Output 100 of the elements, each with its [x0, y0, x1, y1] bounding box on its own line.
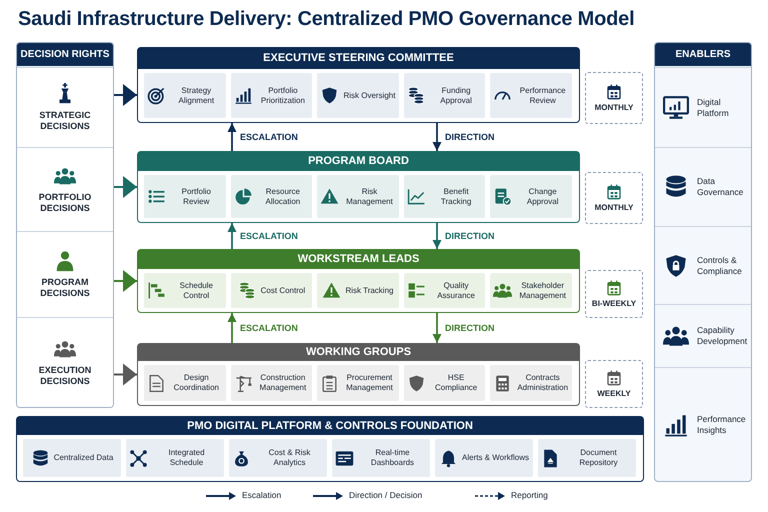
function-card [230, 175, 312, 218]
frequency-label: WEEKLY [597, 389, 631, 398]
card-label: Document Repository [578, 448, 619, 468]
tier-panel [137, 343, 580, 406]
function-card [144, 273, 226, 308]
frequency-label: MONTHLY [594, 203, 634, 212]
arrow [432, 223, 442, 249]
tier-header: PROGRAM BOARD [138, 152, 579, 171]
decision-label: PROGRAM DECISIONS [39, 277, 91, 299]
chevron-arrow [113, 84, 137, 106]
chevron-arrow [113, 270, 137, 292]
function-card [317, 365, 399, 401]
function-card [317, 175, 399, 218]
legend-label: Escalation [242, 490, 282, 500]
function-card [404, 365, 486, 401]
card-label: Real-time Dashboards [370, 448, 416, 468]
tier-panel [137, 249, 580, 313]
decision-row [17, 317, 113, 407]
arrow [432, 123, 442, 151]
decision-row [17, 231, 113, 317]
tier-header: EXECUTIVE STEERING COMMITTEE [138, 48, 579, 69]
frequency-label: MONTHLY [594, 103, 634, 112]
function-card [490, 365, 572, 401]
chevron-arrow [113, 364, 137, 386]
function-card [490, 175, 572, 218]
card-label: Schedule Control [178, 280, 214, 300]
enabler-label: Digital Platform [697, 96, 730, 118]
panel-header: ENABLERS [655, 43, 751, 66]
enabler-label: Capability Development [697, 325, 745, 347]
chevron-arrow [113, 176, 137, 198]
decision-row [17, 147, 113, 231]
function-card [404, 273, 486, 308]
edge-label: ESCALATION [240, 230, 298, 242]
function-card [435, 439, 533, 477]
function-card [144, 175, 226, 218]
function-card [230, 273, 312, 308]
card-label: Strategy Alignment [178, 86, 216, 106]
card-label: Cost Control [260, 286, 306, 296]
tier-panel [16, 416, 644, 482]
frequency-box [585, 360, 643, 408]
function-card [490, 73, 572, 118]
arrow [228, 223, 236, 249]
card-label: Risk Tracking [345, 286, 394, 296]
card-label: Construction Management [258, 373, 308, 393]
function-card [230, 73, 312, 118]
function-card [144, 73, 226, 118]
function-card [538, 439, 636, 477]
card-label: Risk Management [345, 186, 394, 206]
decision-label: EXECUTION DECISIONS [38, 365, 92, 387]
edge-label: DIRECTION [445, 131, 494, 143]
tier-panel [137, 151, 580, 223]
card-label: HSE Compliance [434, 373, 478, 393]
legend-label: Reporting [511, 490, 548, 500]
function-card [404, 73, 486, 118]
frequency-box [585, 270, 643, 318]
card-label: Performance Review [518, 86, 567, 106]
legend-label: Direction / Decision [349, 490, 422, 500]
arrow [228, 313, 236, 343]
side-panel [654, 42, 752, 482]
edge-label: DIRECTION [445, 230, 494, 242]
function-card [332, 439, 430, 477]
function-card [23, 439, 121, 477]
tier-header: WORKSTREAM LEADS [138, 250, 579, 269]
decision-label: PORTFOLIO DECISIONS [38, 192, 92, 214]
frequency-box [585, 172, 643, 224]
function-card [230, 365, 312, 401]
decision-row [17, 67, 113, 147]
function-card [229, 439, 327, 477]
card-label: Quality Assurance [436, 280, 476, 300]
card-label: Alerts & Workflows [462, 453, 529, 463]
decision-label: STRATEGIC DECISIONS [38, 110, 92, 132]
card-label: Procurement Management [345, 373, 394, 393]
panel-header: DECISION RIGHTS [17, 43, 113, 66]
card-label: Contracts Administration [516, 373, 569, 393]
edge-label: ESCALATION [240, 322, 298, 334]
frequency-label: BI-WEEKLY [592, 299, 636, 308]
frequency-box [585, 72, 643, 124]
card-label: Integrated Schedule [167, 448, 206, 468]
edge-label: ESCALATION [240, 131, 298, 143]
function-card [144, 365, 226, 401]
edge-label: DIRECTION [445, 322, 494, 334]
card-label: Cost & Risk Analytics [268, 448, 312, 468]
card-label: Risk Oversight [343, 90, 396, 100]
card-label: Centralized Data [54, 453, 114, 463]
function-card [126, 439, 224, 477]
arrow [432, 313, 442, 343]
card-label: Portfolio Prioritization [260, 86, 306, 106]
arrow [228, 123, 236, 151]
enabler-label: Data Governance [697, 176, 744, 198]
card-label: Change Approval [526, 186, 560, 206]
card-label: Stakeholder Management [518, 280, 568, 300]
diagram-title: Saudi Infrastructure Delivery: Centralized PMO Governance Model [18, 8, 634, 31]
side-panel [16, 42, 114, 408]
tier-panel [137, 47, 580, 123]
function-card [404, 175, 486, 218]
card-label: Benefit Tracking [440, 186, 472, 206]
enabler-label: Controls & Compliance [697, 254, 743, 276]
card-label: Funding Approval [439, 86, 473, 106]
enabler-label: Performance Insights [697, 414, 745, 436]
function-card [317, 273, 399, 308]
